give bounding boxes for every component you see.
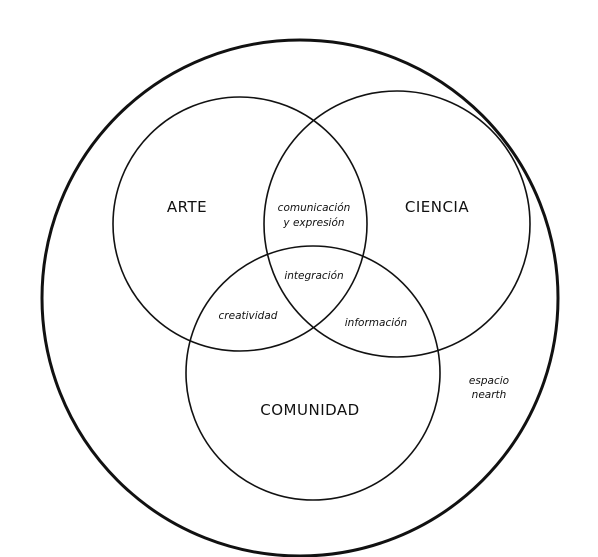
integracion-label: integración <box>284 270 343 282</box>
comunidad-label: COMUNIDAD <box>260 401 359 419</box>
ciencia-label: CIENCIA <box>405 198 469 216</box>
arte-label: ARTE <box>167 198 207 216</box>
espacio-label: espacio <box>469 375 509 387</box>
arte-circle <box>112 96 368 352</box>
comunicacion-label: comunicación <box>278 202 351 214</box>
creatividad-label: creatividad <box>219 310 278 322</box>
informacion-label: información <box>345 317 407 329</box>
ciencia-circle <box>263 90 531 358</box>
comunidad-circle <box>185 245 441 501</box>
expresion-label: y expresión <box>282 217 344 229</box>
outer-space-circle <box>40 38 560 557</box>
nearth-label: nearth <box>472 389 507 401</box>
